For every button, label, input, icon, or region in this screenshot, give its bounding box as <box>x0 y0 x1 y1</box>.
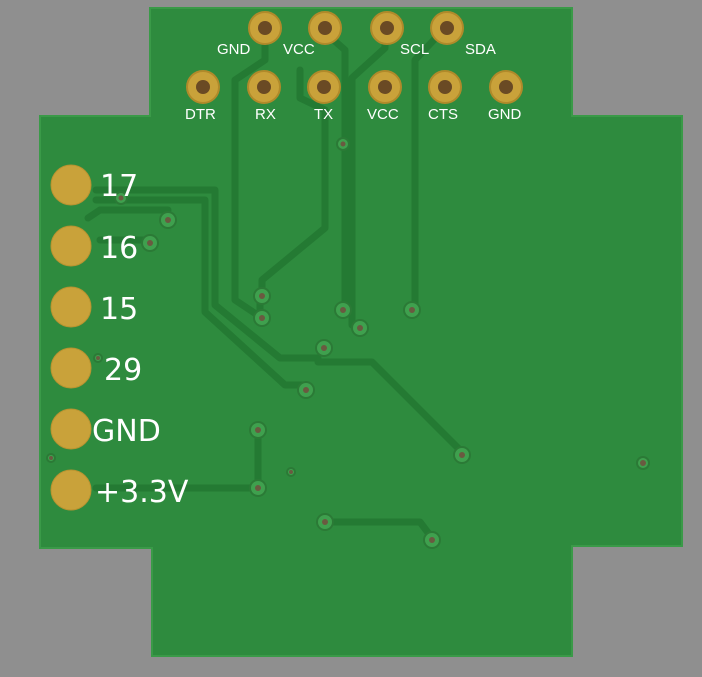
vias <box>46 137 650 549</box>
pad-cts <box>428 70 462 104</box>
label-3v3: +3.3V <box>95 475 189 510</box>
pad-tx <box>307 70 341 104</box>
pad-15 <box>50 286 92 328</box>
label-rx: RX <box>255 106 276 123</box>
label-gnd: GND <box>488 106 522 123</box>
pad-29 <box>50 347 92 389</box>
label-29: 29 <box>104 353 142 388</box>
pad-top-vcc <box>308 11 342 45</box>
side-pads <box>50 164 92 511</box>
pad-top-gnd <box>248 11 282 45</box>
pad-gnd <box>489 70 523 104</box>
pad-rx <box>247 70 281 104</box>
header-row-2 <box>186 70 523 104</box>
label-top-sda: SDA <box>465 41 496 58</box>
label-15: 15 <box>100 292 138 327</box>
label-cts: CTS <box>428 106 458 123</box>
pad-top-sda <box>430 11 464 45</box>
label-top-vcc: VCC <box>283 41 315 58</box>
pad-3v3 <box>50 469 92 511</box>
label-vcc: VCC <box>367 106 399 123</box>
pad-dtr <box>186 70 220 104</box>
pad-16 <box>50 225 92 267</box>
label-dtr: DTR <box>185 106 216 123</box>
header-row-1 <box>248 11 464 45</box>
pad-side-gnd <box>50 408 92 450</box>
label-tx: TX <box>314 106 333 123</box>
via-holes <box>49 141 646 543</box>
pad-17 <box>50 164 92 206</box>
label-17: 17 <box>100 169 138 204</box>
label-side-gnd: GND <box>92 414 161 449</box>
pad-top-scl <box>370 11 404 45</box>
label-16: 16 <box>100 231 138 266</box>
label-top-gnd: GND <box>217 41 251 58</box>
label-top-scl: SCL <box>400 41 429 58</box>
pad-vcc <box>368 70 402 104</box>
